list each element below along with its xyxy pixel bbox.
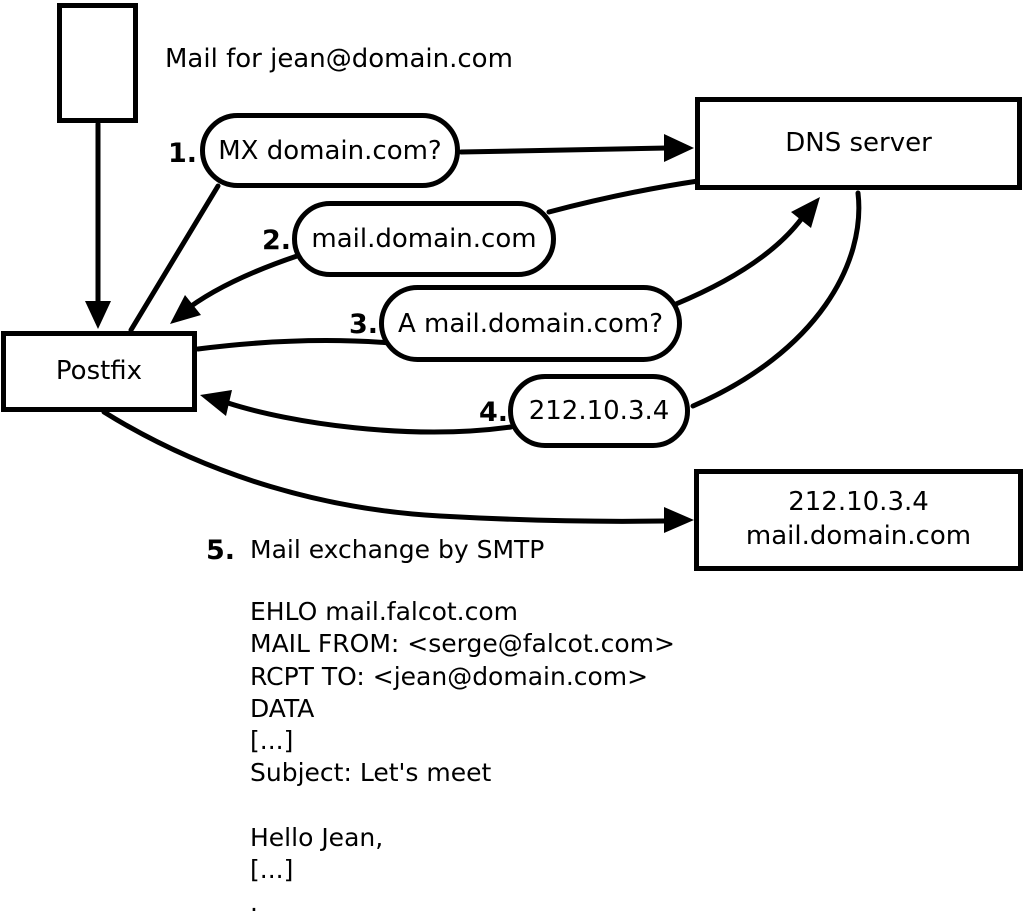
arrow-mail-to-postfix <box>85 121 111 329</box>
smtp-line: . <box>250 887 258 917</box>
destination-ip-label: 212.10.3.4 <box>788 487 929 518</box>
step5-number: 5. <box>206 535 236 566</box>
step5-label: Mail exchange by SMTP <box>250 535 545 564</box>
step1-label: MX domain.com? <box>218 135 442 166</box>
step3-query-pill: A mail.domain.com? <box>379 285 682 362</box>
step4-response-pill: 212.10.3.4 <box>508 374 690 448</box>
mail-message-node <box>57 3 138 123</box>
diagram-title: Mail for jean@domain.com <box>165 44 513 74</box>
step2-response-pill: mail.domain.com <box>292 201 556 277</box>
arrow-step5-smtp <box>101 409 694 533</box>
arrow-step1-query <box>128 134 694 333</box>
dns-server-label: DNS server <box>785 127 932 158</box>
smtp-line <box>250 790 675 822</box>
arrow-step2-response <box>170 178 701 324</box>
arrow-step3-query <box>195 197 820 352</box>
smtp-line: [...] <box>250 726 294 756</box>
step1-query-pill: MX domain.com? <box>200 113 460 188</box>
dns-server-node: DNS server <box>695 97 1022 190</box>
step2-label: mail.domain.com <box>311 224 537 254</box>
smtp-line: RCPT TO: <jean@domain.com> <box>250 661 649 691</box>
step3-number: 3. <box>349 309 379 340</box>
arrow-step4-response <box>200 190 862 435</box>
step1-number: 1. <box>168 138 198 169</box>
step2-number: 2. <box>262 225 292 256</box>
step3-label: A mail.domain.com? <box>398 308 663 339</box>
step4-label: 212.10.3.4 <box>528 396 670 426</box>
smtp-session-text: EHLO mail.falcot.com MAIL FROM: <serge@f… <box>250 596 675 919</box>
smtp-line: [...] <box>250 855 294 885</box>
smtp-line: Subject: Let's meet <box>250 758 492 788</box>
postfix-label: Postfix <box>55 355 143 386</box>
smtp-line: Hello Jean, <box>250 823 384 853</box>
postfix-node: Postfix <box>1 331 197 412</box>
step4-number: 4. <box>479 397 509 428</box>
smtp-line: MAIL FROM: <serge@falcot.com> <box>250 629 675 659</box>
smtp-line: DATA <box>250 693 315 723</box>
destination-host-label: mail.domain.com <box>745 521 972 551</box>
smtp-line: EHLO mail.falcot.com <box>250 597 519 626</box>
destination-server-node: 212.10.3.4 mail.domain.com <box>694 469 1023 571</box>
